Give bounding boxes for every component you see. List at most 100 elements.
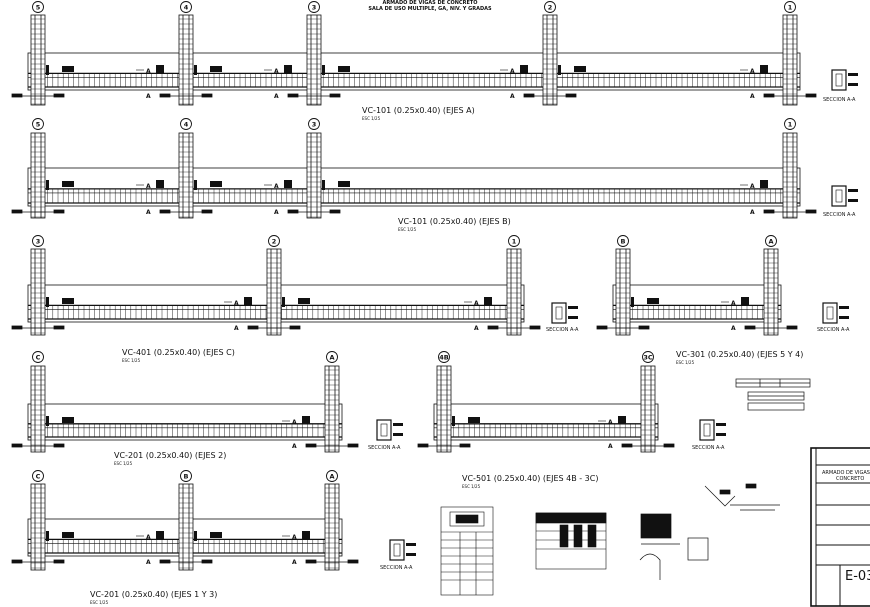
footing-mark [287,209,299,214]
axis-bubble [765,235,777,247]
section-detail-2: SECCION A-A [823,185,858,218]
section-label: SECCION A-A [692,445,725,451]
axis-bubble [508,235,520,247]
rebar-block [322,180,325,190]
column-outline [30,365,46,453]
axis-bubble [438,351,450,363]
section-marker: A [731,325,736,332]
footing-mark [417,443,429,448]
column-outline [615,248,631,336]
footing-mark [786,325,798,330]
footing-mark [11,443,23,448]
column-outline [266,248,282,336]
column-outline [782,132,798,219]
section-marker: A [274,93,279,100]
section-label: SECCION A-A [823,212,856,218]
axis-label: 1 [788,121,793,129]
rebar-block [302,416,310,424]
footing-mark [529,325,541,330]
footing-mark [621,443,633,448]
section-label: SECCION A-A [380,565,413,571]
footing-mark [565,93,577,98]
axis-bubble [32,351,44,363]
section-marker: A [234,325,239,332]
section-marker: A [608,419,613,426]
axis-bubble [544,1,556,13]
rebar-block [338,181,350,187]
beam-scale-vc501: ESC 1/25 [462,484,481,489]
section-marker: A [274,209,279,216]
column-4: 1 [760,1,817,106]
section-detail-4: SECCION A-A [817,302,850,333]
rebar-block [322,65,325,75]
axis-label: 4 [184,4,189,12]
section-marker: A [510,68,515,75]
axis-label: B [621,238,626,246]
rebar-block [46,65,49,75]
beam-scale-vc101b: ESC 1/25 [398,227,417,232]
beam-caption-vc501: VC-501 (0.25x0.40) (EJES 4B - 3C) [462,474,598,483]
section-marker: A [292,559,297,566]
footing-mark [247,325,259,330]
column-outline [178,14,194,106]
section-marker: A [146,93,151,100]
section-marker: A [146,209,151,216]
column-outline [30,248,46,336]
stirrups [616,305,774,319]
axis-label: A [329,354,334,362]
column-outline [30,483,46,571]
rebar-block [244,297,252,305]
axis-bubble [784,118,796,130]
axis-label: 1 [788,4,793,12]
column-1: 2 [244,235,310,336]
section-detail-5: SECCION A-A [368,419,403,451]
footing-mark [329,209,341,214]
rebar-block [46,180,49,190]
section-marker: A [608,443,613,450]
section-detail-3: SECCION A-A [546,302,579,333]
axis-label: 2 [548,4,553,12]
axis-label: 2 [272,238,277,246]
column-outline [324,483,340,571]
axis-bubble [32,470,44,482]
rebar-block [156,65,164,73]
axis-bubble [32,1,44,13]
section-marker: A [292,419,297,426]
section-marker: A [234,300,239,307]
slab-detail [735,378,811,411]
footing-mark [53,93,65,98]
section-marker: A [274,68,279,75]
axis-label: 5 [36,4,41,12]
beam-caption-vc201b: VC-201 (0.25x0.40) (EJES 1 Y 3) [90,590,217,599]
rebar-block [62,66,74,72]
footing-mark [11,209,23,214]
column-1: A [302,351,359,453]
axis-label: 1 [512,238,517,246]
rebar-block [284,65,292,73]
stirrups [437,423,652,437]
column-1: A [741,235,798,336]
section-label: SECCION A-A [368,445,401,451]
beam-caption-vc101a: VC-101 (0.25x0.40) (EJES A) [362,106,475,115]
rebar-block [46,297,49,307]
column-1: 3C [618,351,675,453]
footing-mark [201,209,213,214]
header-title: ARMADO DE VIGAS DE CONCRETO [382,0,477,6]
rebar-block [62,417,74,423]
column-2: 3 [284,1,350,106]
footing-mark [805,209,817,214]
footing-mark [347,443,359,448]
footing-mark [53,559,65,564]
footing-mark [638,325,650,330]
footing-mark [459,443,471,448]
beam-caption-vc101b: VC-101 (0.25x0.40) (EJES B) [398,217,511,226]
section-detail-6: SECCION A-A [692,419,726,451]
hook-detail [639,483,780,580]
rebar-block [298,298,310,304]
axis-label: A [768,238,773,246]
section-marker: A [292,534,297,541]
footing-mark [287,93,299,98]
beam-outline [433,403,659,441]
